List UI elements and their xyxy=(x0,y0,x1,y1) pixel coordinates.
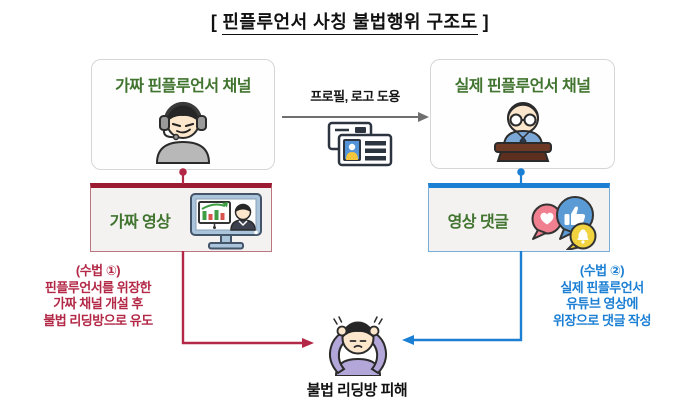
distressed-victim-icon xyxy=(328,316,388,376)
real-channel-label: 실제 핀플루언서 채널 xyxy=(454,78,591,95)
video-comment-label: 영상 댓글 xyxy=(447,213,509,231)
method-2-line: (수법 ②) xyxy=(579,263,625,278)
fake-channel-label: 가짜 핀플루언서 채널 xyxy=(115,78,251,95)
method-1-line: 가짜 채널 개설 후 xyxy=(53,296,143,311)
method-1-line: 불법 리딩방으로 유도 xyxy=(43,312,153,328)
fake-video-label: 가짜 영상 xyxy=(109,213,171,231)
real-channel-box: 실제 핀플루언서 채널 xyxy=(430,59,615,169)
method-2-line: 위장으로 댓글 작성 xyxy=(553,312,651,328)
method-1-line: (수법 ①) xyxy=(75,263,121,278)
like-comment-bubbles-icon xyxy=(531,196,597,250)
victim-label: 불법 리딩방 피해 xyxy=(306,382,408,399)
finfluencer-desk-icon xyxy=(493,102,552,162)
monitor-chart-presenter-icon xyxy=(190,193,262,250)
method-2-text: (수법 ②) 실제 핀플루언서 유튜브 영상에 위장으로 댓글 작성 xyxy=(517,263,687,329)
impersonation-arrow-label: 프로필, 로고 도용 xyxy=(310,89,400,104)
title-text: 핀플루언서 사칭 불법행위 구조도 xyxy=(222,12,478,35)
fake-channel-box: 가짜 핀플루언서 채널 xyxy=(91,59,275,170)
fake-video-box: 가짜 영상 xyxy=(90,183,272,252)
video-comment-box: 영상 댓글 xyxy=(428,183,610,252)
method-1-text: (수법 ①) 핀플루언서를 위장한 가짜 채널 개설 후 불법 리딩방으로 유도 xyxy=(14,263,182,329)
page-title: [핀플루언서 사칭 불법행위 구조도] xyxy=(0,8,700,35)
scammer-headset-icon xyxy=(155,101,211,164)
method-1-line: 핀플루언서를 위장한 xyxy=(44,279,152,295)
id-cards-icon xyxy=(327,121,393,167)
title-close-bracket: ] xyxy=(482,12,490,32)
method-2-line: 실제 핀플루언서 xyxy=(560,279,644,295)
method-2-line: 유튜브 영상에 xyxy=(566,296,638,311)
title-open-bracket: [ xyxy=(210,12,218,32)
